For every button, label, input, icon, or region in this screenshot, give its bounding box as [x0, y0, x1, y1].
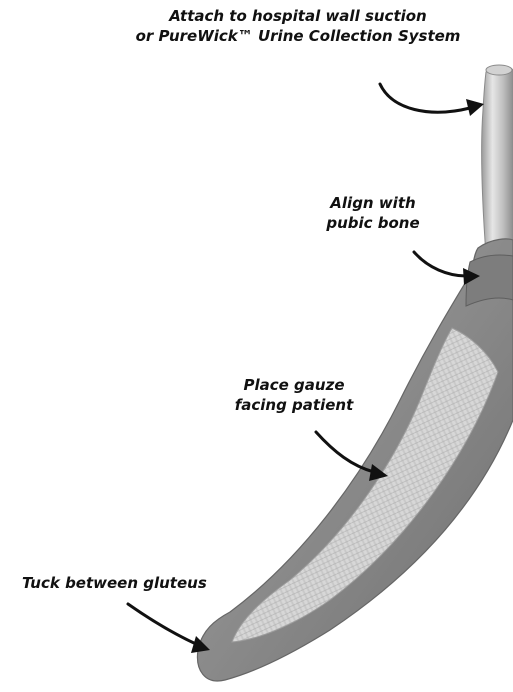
align-instruction-line2: pubic bone — [318, 213, 428, 233]
attach-instruction-line2: or PureWick™ Urine Collection System — [118, 26, 478, 46]
device-collar — [466, 255, 513, 306]
tuck-instruction: Tuck between gluteus — [22, 573, 207, 593]
attach-instruction: Attach to hospital wall suction or PureW… — [118, 6, 478, 46]
align-instruction: Align with pubic bone — [318, 193, 428, 233]
arrow-tuck — [128, 604, 196, 644]
align-instruction-line1: Align with — [318, 193, 428, 213]
arrowhead-attach — [466, 99, 484, 116]
gauze-instruction: Place gauze facing patient — [214, 375, 374, 415]
arrow-attach — [380, 84, 470, 112]
attach-instruction-line1: Attach to hospital wall suction — [118, 6, 478, 26]
tube-opening — [486, 65, 512, 75]
gauze-instruction-line1: Place gauze — [214, 375, 374, 395]
tuck-instruction-line1: Tuck between gluteus — [22, 573, 207, 593]
gauze-instruction-line2: facing patient — [214, 395, 374, 415]
arrow-align — [414, 252, 466, 276]
suction-tube — [482, 67, 513, 255]
